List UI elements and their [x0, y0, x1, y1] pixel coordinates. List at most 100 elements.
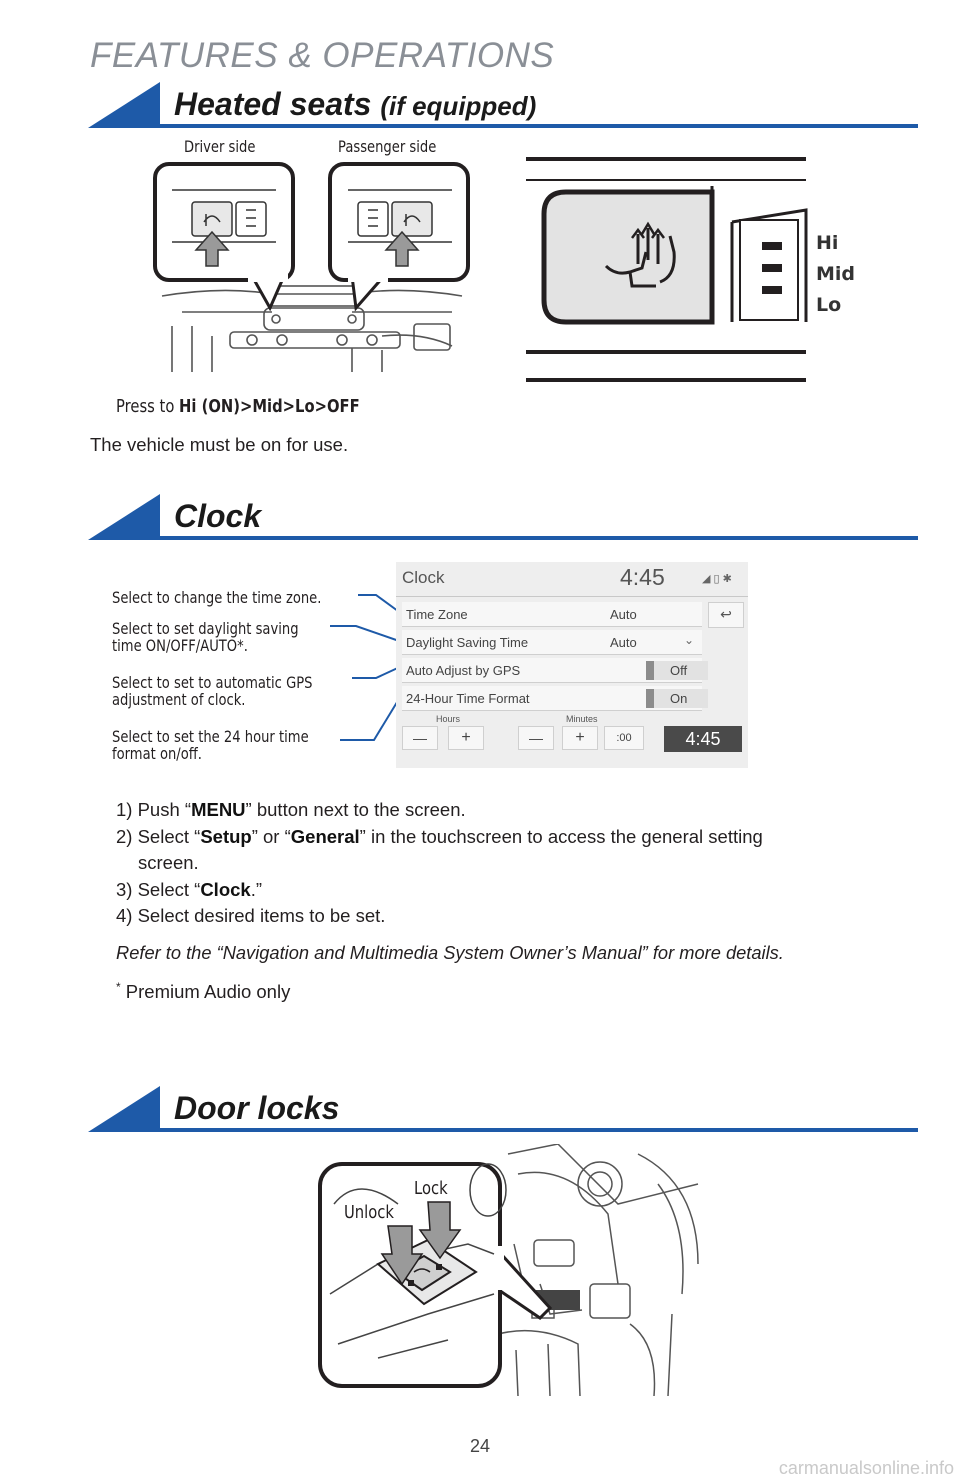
door-lock-illustration — [318, 1143, 702, 1397]
clock-section-bar: Clock — [88, 494, 918, 540]
door-lock-drawing — [318, 1143, 699, 1397]
callout-24-hour: Select to set the 24 hour time format on… — [112, 728, 309, 762]
minutes-label: Minutes — [566, 714, 598, 724]
callout-gps-line2: adjustment of clock. — [112, 690, 246, 709]
clock-footnote: * Premium Audio only — [116, 980, 290, 1003]
callout-daylight-saving: Select to set daylight saving time ON/OF… — [112, 620, 299, 654]
auto-adjust-gps-label: Auto Adjust by GPS — [406, 663, 521, 678]
clock-refer-note: Refer to the “Navigation and Multimedia … — [116, 942, 784, 963]
page-header: FEATURES & OPERATIONS — [90, 36, 555, 75]
heat-levels-list: Hi Mid Lo — [816, 228, 855, 321]
press-prefix: Press to — [116, 396, 180, 417]
lock-label: Lock — [414, 1178, 448, 1199]
24-hour-format-row[interactable]: 24-Hour Time Format On — [402, 686, 708, 711]
callout-24h-line1: Select to set the 24 hour time — [112, 727, 309, 746]
callout-24h-line2: format on/off. — [112, 744, 202, 763]
24-hour-format-value: On — [670, 691, 688, 706]
dashboard-drawing — [153, 162, 470, 372]
section-bar-graphic — [88, 1086, 918, 1132]
minutes-plus-button[interactable]: + — [562, 726, 598, 750]
step-3-suffix: .” — [250, 878, 263, 900]
callout-daylight-line1: Select to set daylight saving — [112, 619, 299, 638]
page-number: 24 — [469, 1436, 491, 1456]
step-3-text: 3) Select “ — [116, 878, 201, 900]
step-1-menu: MENU — [191, 799, 246, 820]
time-zone-label: Time Zone — [406, 607, 468, 622]
seat-heater-switch-closeup — [526, 156, 810, 386]
time-zone-value: Auto — [610, 607, 637, 622]
heat-level-lo: Lo — [816, 294, 842, 316]
bluetooth-icon: ✱ — [722, 573, 732, 585]
toggle-indicator — [646, 661, 654, 680]
chevron-down-icon: ⌄ — [684, 633, 695, 647]
step-4: 4) Select desired items to be set. — [116, 905, 386, 926]
heat-level-hi: Hi — [816, 232, 839, 254]
step-1: 1) Push “MENU” button next to the screen… — [116, 797, 763, 824]
24-hour-format-toggle[interactable]: On — [646, 689, 708, 708]
minutes-minus-button[interactable]: — — [518, 726, 554, 750]
daylight-saving-row[interactable]: Daylight Saving Time Auto ⌄ — [402, 630, 702, 655]
door-locks-section-bar: Door locks — [88, 1086, 918, 1132]
unlock-label: Unlock — [344, 1202, 394, 1223]
step-2: 2) Select “Setup” or “General” in the to… — [116, 824, 763, 851]
step-2-general: General — [290, 825, 360, 847]
24-hour-format-label: 24-Hour Time Format — [406, 691, 530, 706]
heated-seats-press-sequence: Press to Hi (ON)>Mid>Lo>OFF — [116, 396, 360, 417]
time-display: 4:45 — [664, 726, 742, 752]
step-2-continued: screen. — [138, 852, 199, 873]
callout-daylight-line2: time ON/OFF/AUTO*. — [112, 636, 248, 655]
step-2-or: ” or “ — [251, 825, 291, 847]
hours-plus-button[interactable]: + — [448, 726, 484, 750]
daylight-saving-label: Daylight Saving Time — [406, 635, 529, 650]
step-1-suffix: ” button next to the screen. — [245, 799, 466, 820]
step-3-clock: Clock — [200, 878, 251, 900]
clock-title: Clock — [174, 498, 262, 534]
back-arrow-icon: ↩ — [720, 606, 732, 622]
screen-divider — [396, 596, 748, 597]
door-locks-title: Door locks — [174, 1090, 340, 1126]
step-2-suffix: ” in the touchscreen to access the gener… — [359, 825, 763, 847]
heated-seats-section-bar: Heated seats (if equipped) — [88, 82, 918, 128]
step-2-text: 2) Select “ — [116, 825, 201, 847]
phone-icon: ▯ — [713, 573, 720, 585]
clock-steps: 1) Push “MENU” button next to the screen… — [116, 797, 763, 930]
auto-adjust-gps-row[interactable]: Auto Adjust by GPS Off — [402, 658, 708, 683]
callout-leader-lines — [330, 594, 403, 741]
callout-gps-line1: Select to set to automatic GPS — [112, 673, 313, 692]
heated-seats-dashboard-illustration — [152, 136, 472, 376]
hours-minus-button[interactable]: — — [402, 726, 438, 750]
back-button[interactable]: ↩ — [708, 602, 744, 628]
switch-drawing — [526, 157, 808, 382]
callout-time-zone: Select to change the time zone. — [112, 588, 322, 607]
heat-level-mid: Mid — [816, 263, 856, 285]
auto-adjust-gps-toggle[interactable]: Off — [646, 661, 708, 680]
step-1-text: 1) Push “ — [116, 799, 192, 820]
passenger-side-label: Passenger side — [338, 137, 437, 156]
heated-seats-note: The vehicle must be on for use. — [90, 434, 349, 455]
footnote-mark: * — [116, 980, 121, 994]
heated-seats-title-text: Heated seats — [174, 86, 372, 122]
step-3: 3) Select “Clock.” — [116, 877, 763, 904]
screen-time: 4:45 — [620, 564, 665, 590]
auto-adjust-gps-value: Off — [670, 663, 688, 678]
seat-heat-icon — [604, 221, 676, 288]
step-2-setup: Setup — [200, 825, 252, 847]
heated-seats-subtitle: (if equipped) — [380, 91, 537, 121]
press-sequence: Hi (ON)>Mid>Lo>OFF — [179, 396, 360, 417]
daylight-saving-value: Auto — [610, 635, 637, 650]
status-icons: ◢ ▯ ✱ — [702, 572, 732, 585]
driver-side-label: Driver side — [184, 137, 256, 156]
section-bar-graphic — [88, 82, 918, 128]
reset-minutes-button[interactable]: :00 — [604, 726, 644, 750]
toggle-indicator — [646, 689, 654, 708]
footnote-text: Premium Audio only — [120, 981, 291, 1003]
callout-auto-gps: Select to set to automatic GPS adjustmen… — [112, 674, 312, 708]
section-bar-graphic — [88, 494, 918, 540]
heated-seats-title: Heated seats (if equipped) — [174, 86, 536, 123]
watermark: carmanualsonline.info — [778, 1458, 954, 1478]
screen-title: Clock — [402, 568, 445, 587]
time-zone-row[interactable]: Time Zone Auto — [402, 602, 702, 627]
signal-icon: ◢ — [702, 573, 711, 585]
clock-settings-screen: Clock 4:45 ◢ ▯ ✱ Time Zone Auto ↩ Daylig… — [396, 562, 748, 768]
hours-label: Hours — [436, 714, 461, 724]
